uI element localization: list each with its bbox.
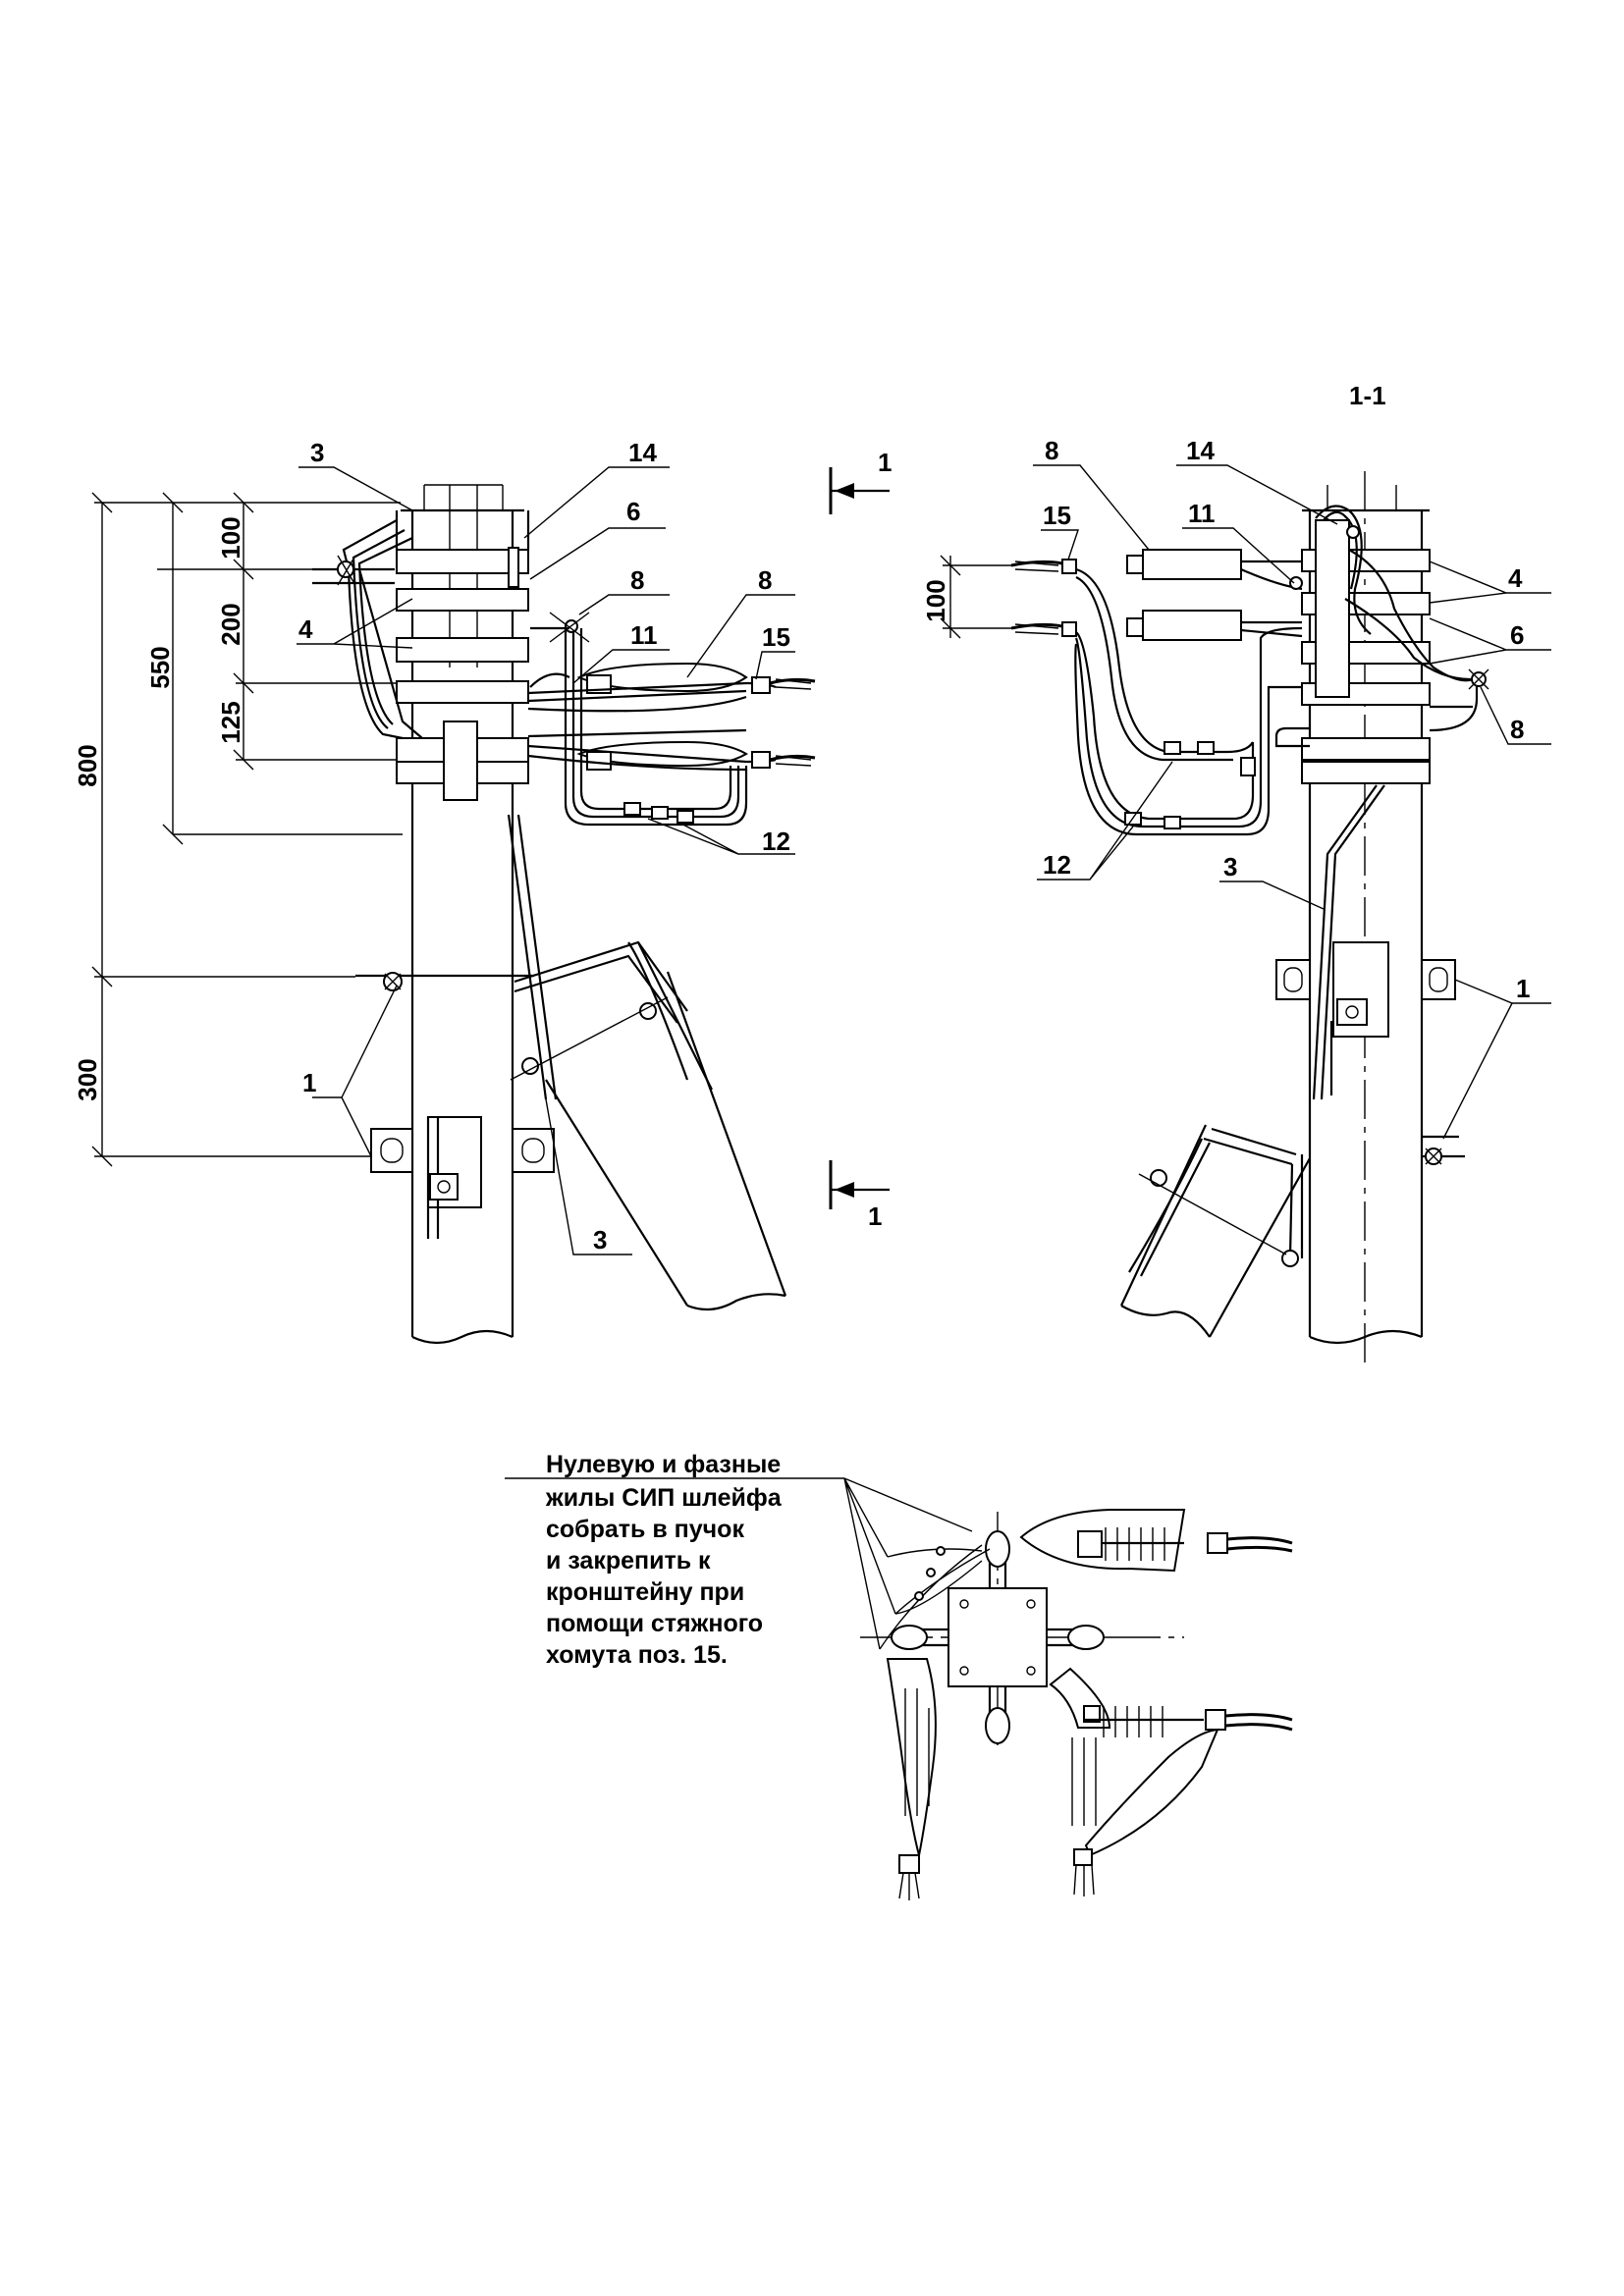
- front-label-8-right: 8: [758, 565, 772, 595]
- side-label-3: 3: [1223, 852, 1237, 881]
- note-block: Нулевую и фазные жилы СИП шлейфа собрать…: [505, 1451, 973, 1669]
- front-label-11: 11: [630, 620, 658, 650]
- strut: [507, 814, 787, 1311]
- side-label-15: 15: [1043, 501, 1071, 530]
- dim-300: 300: [73, 1058, 102, 1100]
- side-label-12: 12: [1043, 850, 1071, 880]
- side-strut: [1312, 784, 1385, 1100]
- front-label-3-bottom: 3: [593, 1225, 607, 1255]
- front-label-8-left: 8: [630, 565, 644, 595]
- section-mark-top-label: 1: [878, 448, 892, 477]
- front-label-3-top: 3: [310, 438, 324, 467]
- front-labels: 3 14 6 8 4 8 11 15 12 1 3: [297, 438, 795, 1255]
- detail-cross-fitting: [860, 1509, 1293, 1900]
- note-line-7: хомута поз. 15.: [546, 1641, 728, 1669]
- dim-550: 550: [145, 646, 175, 688]
- side-cables: [1074, 560, 1303, 836]
- section-mark-top: 1: [829, 448, 892, 514]
- front-label-12: 12: [762, 827, 790, 856]
- side-label-6: 6: [1510, 620, 1524, 650]
- side-dimensions: 100: [921, 555, 1011, 639]
- dim-200: 200: [216, 603, 245, 645]
- side-label-8-right: 8: [1510, 715, 1524, 744]
- dim-800: 800: [73, 744, 102, 786]
- front-dimensions: 100 200 125 550 800 300: [73, 492, 403, 1167]
- lower-brackets: [355, 972, 555, 1239]
- clamp-bands: [396, 549, 529, 801]
- pole-cap: [395, 508, 530, 550]
- section-mark-bottom-label: 1: [868, 1201, 882, 1231]
- front-label-4: 4: [298, 614, 313, 644]
- dim-125: 125: [216, 701, 245, 743]
- side-angled-crossarm: [1120, 1124, 1311, 1338]
- front-label-1: 1: [302, 1068, 316, 1097]
- front-label-14: 14: [628, 438, 657, 467]
- lower-cable-loop: [564, 628, 748, 827]
- note-line-1: Нулевую и фазные: [546, 1451, 781, 1478]
- central-fittings: [508, 547, 590, 688]
- note-line-3: собрать в пучок: [546, 1516, 744, 1543]
- cables-right: [527, 676, 816, 772]
- note-line-2: жилы СИП шлейфа: [545, 1484, 783, 1512]
- section-mark-bottom: 1: [829, 1160, 890, 1231]
- wire-clamps: [576, 662, 748, 771]
- note-line-6: помощи стяжного: [546, 1610, 763, 1637]
- side-right-bracket: [1274, 668, 1489, 748]
- side-labels: 8 14 15 11 4 6 8 12 3 1: [1033, 436, 1551, 1140]
- side-label-8-top: 8: [1045, 436, 1058, 465]
- upper-bracket: [312, 555, 395, 586]
- side-label-4: 4: [1508, 563, 1523, 593]
- front-view: [312, 484, 816, 1345]
- front-label-15: 15: [762, 622, 790, 652]
- side-label-14: 14: [1186, 436, 1215, 465]
- side-bands: [1301, 519, 1431, 784]
- side-dim-100: 100: [921, 579, 950, 621]
- section-title: 1-1: [1349, 381, 1386, 410]
- side-wire-clamps: [1010, 549, 1242, 641]
- note-line-5: кронштейну при: [546, 1578, 744, 1606]
- front-label-6: 6: [626, 497, 640, 526]
- side-top-loop: [1289, 505, 1478, 682]
- side-label-11: 11: [1188, 499, 1216, 528]
- note-line-4: и закрепить к: [546, 1547, 711, 1575]
- side-view: [1010, 471, 1489, 1364]
- side-lower-brackets: [1275, 941, 1465, 1165]
- dim-100: 100: [216, 516, 245, 559]
- side-label-1: 1: [1516, 974, 1530, 1003]
